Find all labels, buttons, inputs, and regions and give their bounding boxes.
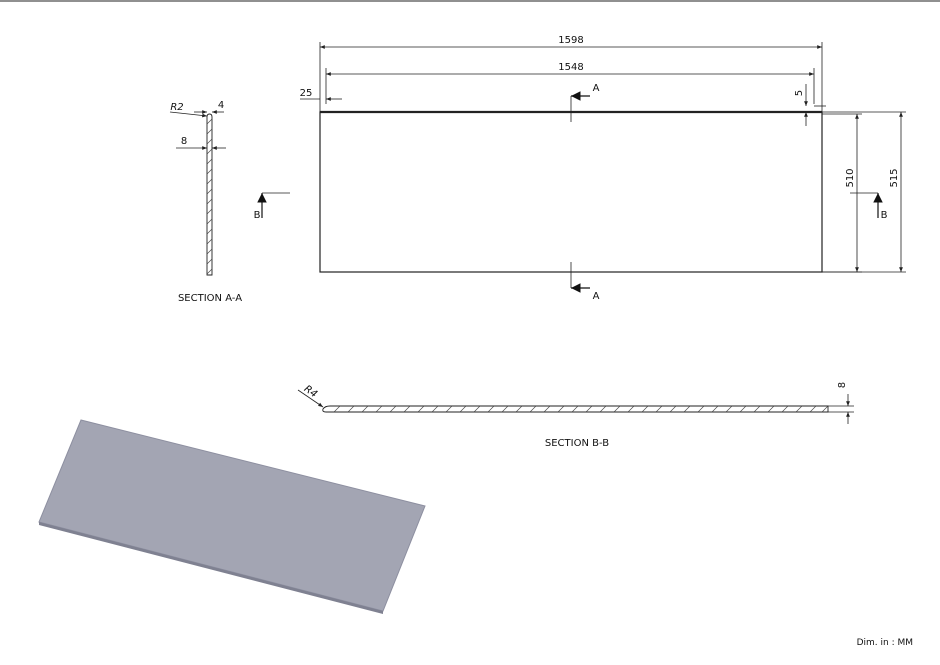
front-view-panel-outline xyxy=(319,111,823,273)
section-a-radius: R2 xyxy=(170,102,183,113)
dim-top-offset: 5 xyxy=(794,90,805,96)
section-a-radius-leader xyxy=(169,111,208,118)
section-b-thickness: 8 xyxy=(837,382,848,388)
dim-overall-height: 515 xyxy=(889,168,900,187)
section-b-view: R4 8 SECTION B-B xyxy=(297,382,854,449)
section-a-label-top: A xyxy=(593,83,600,94)
section-a-profile xyxy=(206,113,213,276)
section-a-title: SECTION A-A xyxy=(178,293,242,304)
isometric-panel-edge xyxy=(39,522,383,614)
section-a-lip: 4 xyxy=(218,100,224,111)
section-b-label-right: B xyxy=(881,210,888,221)
dim-left-offset: 25 xyxy=(300,88,313,99)
section-a-label-bottom: A xyxy=(593,291,600,302)
section-b-hatching xyxy=(333,405,829,413)
section-a-thickness: 8 xyxy=(181,136,187,147)
dim-overall-width: 1598 xyxy=(558,35,583,46)
dim-inner-width: 1548 xyxy=(558,62,583,73)
section-a-hatching xyxy=(206,118,213,275)
section-b-radius-leader xyxy=(297,389,324,408)
isometric-view xyxy=(38,419,426,614)
section-a-view: R2 4 8 SECTION A-A xyxy=(169,100,242,304)
section-b-label-left: B xyxy=(254,210,261,221)
front-view: 1598 1548 25 5 510 515 A A xyxy=(254,35,906,302)
dim-inner-height: 510 xyxy=(845,168,856,187)
section-b-title: SECTION B-B xyxy=(545,438,609,449)
isometric-panel-face xyxy=(38,419,426,612)
units-note: Dim. in : MM xyxy=(857,638,913,648)
section-b-radius: R4 xyxy=(302,384,319,401)
